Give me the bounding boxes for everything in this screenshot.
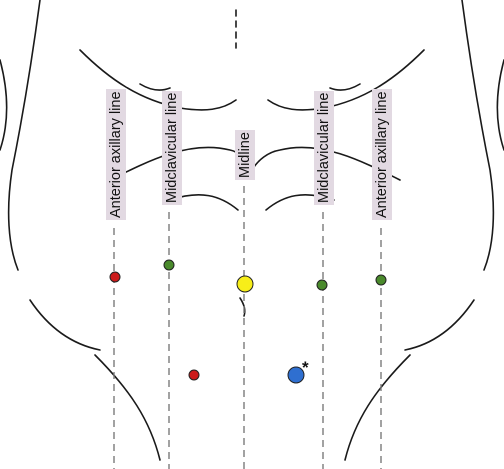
left-nipple bbox=[140, 84, 170, 90]
asterisk-marker: * bbox=[302, 359, 309, 376]
port-dot-red-lower bbox=[189, 370, 199, 380]
label-midline: Midline bbox=[235, 130, 255, 180]
left-flank-curve bbox=[30, 300, 100, 350]
right-shoulder bbox=[497, 60, 504, 150]
right-nipple bbox=[330, 84, 360, 90]
label-anterior-axillary-line-left: Anterior axillary line bbox=[106, 89, 126, 220]
right-inguinal-line bbox=[345, 355, 410, 460]
right-flank-curve bbox=[405, 300, 474, 350]
label-anterior-axillary-line-right: Anterior axillary line bbox=[372, 89, 392, 220]
port-dot-red-upper-left bbox=[110, 272, 120, 282]
port-dot-green-left bbox=[164, 260, 174, 270]
left-torso-outline bbox=[9, 0, 40, 270]
port-dot-green-far-right bbox=[376, 275, 386, 285]
left-pectoral bbox=[80, 50, 236, 110]
right-pectoral bbox=[268, 50, 424, 110]
label-midclavicular-line-left: Midclavicular line bbox=[162, 91, 182, 205]
label-midclavicular-line-right: Midclavicular line bbox=[314, 91, 334, 205]
port-dot-green-right bbox=[317, 280, 327, 290]
right-torso-outline bbox=[462, 0, 493, 270]
left-shoulder bbox=[0, 60, 7, 150]
port-dot-yellow-midline bbox=[237, 276, 253, 292]
left-inguinal-line bbox=[95, 355, 160, 460]
